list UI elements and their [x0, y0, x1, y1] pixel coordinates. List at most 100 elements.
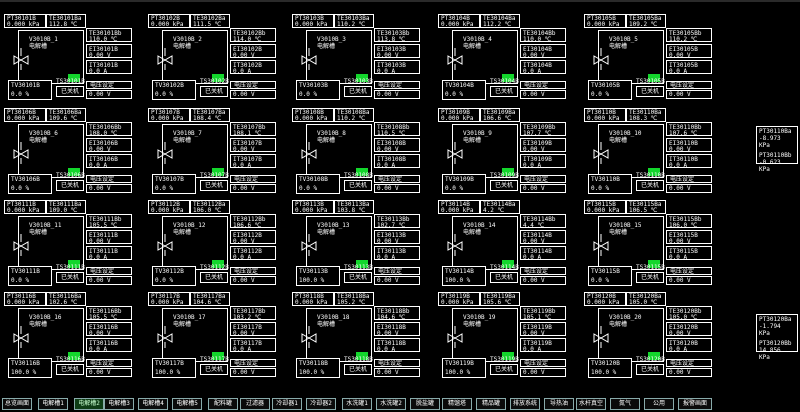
nav-button-6[interactable]: 电解槽5	[172, 398, 202, 410]
nav-button-13[interactable]: 脱盐罐	[410, 398, 440, 410]
voltage-setpoint-button[interactable]: 电压设定	[520, 359, 566, 367]
shutdown-status-button[interactable]: 已关机	[636, 272, 664, 283]
nav-button-21[interactable]: 报警画面	[678, 398, 712, 410]
voltage-setpoint-button[interactable]: 电压设定	[86, 175, 132, 183]
shutdown-status-button[interactable]: 已关机	[636, 86, 664, 97]
shutdown-status-button[interactable]: 已关机	[56, 86, 84, 97]
nav-button-18[interactable]: 水杆真空	[576, 398, 606, 410]
nav-button-14[interactable]: 精馏塔	[442, 398, 472, 410]
voltage-setpoint-value-box[interactable]: 0.00 V	[230, 184, 276, 193]
shutdown-status-button[interactable]: 已关机	[56, 272, 84, 283]
shutdown-status-button[interactable]: 已关机	[200, 272, 228, 283]
voltage-setpoint-value: 0.00 V	[377, 91, 399, 98]
voltage-setpoint-value-box[interactable]: 0.00 V	[86, 90, 132, 99]
readout-value: 0.0 A	[89, 162, 108, 169]
temp-value: 102.6 ℃	[49, 299, 78, 306]
voltage-setpoint-value-box[interactable]: 0.00 V	[520, 90, 566, 99]
voltage-setpoint-value-box[interactable]: 0.00 V	[230, 368, 276, 377]
voltage-setpoint-value-box[interactable]: 0.00 V	[666, 90, 712, 99]
voltage-setpoint-button[interactable]: 电压设定	[374, 175, 420, 183]
shutdown-status-button[interactable]: 已关机	[344, 86, 372, 97]
nav-button-11[interactable]: 水洗罐1	[342, 398, 372, 410]
nav-button-4[interactable]: 电解槽3	[104, 398, 134, 410]
voltage-setpoint-value-box[interactable]: 0.00 V	[230, 276, 276, 285]
shutdown-status-button[interactable]: 已关机	[56, 364, 84, 375]
voltage-setpoint-button[interactable]: 电压设定	[374, 267, 420, 275]
nav-button-20[interactable]: 公用	[644, 398, 674, 410]
nav-button-15[interactable]: 精品罐	[476, 398, 506, 410]
pressure-tag-name: PT30116B	[7, 293, 36, 300]
shutdown-status-button[interactable]: 已关机	[344, 180, 372, 191]
nav-button-9[interactable]: 冷却器1	[272, 398, 302, 410]
voltage-setpoint-value-box[interactable]: 0.00 V	[86, 184, 132, 193]
nav-button-2[interactable]: 电解槽1	[38, 398, 68, 410]
shutdown-status-button[interactable]: 已关机	[490, 272, 518, 283]
shutdown-status-button[interactable]: 已关机	[490, 86, 518, 97]
voltage-setpoint-value: 0.00 V	[669, 91, 691, 98]
nav-button-19[interactable]: 氮气	[610, 398, 640, 410]
voltage-setpoint-button[interactable]: 电压设定	[86, 81, 132, 89]
shutdown-status-button[interactable]: 已关机	[200, 86, 228, 97]
readout-tag-name: EI30103B	[377, 46, 406, 53]
nav-button-17[interactable]: 导热油	[544, 398, 574, 410]
readout-value: 0.0 A	[89, 68, 108, 75]
tank-id-label: V3010B_8	[317, 130, 346, 137]
voltage-setpoint-value-box[interactable]: 0.00 V	[666, 184, 712, 193]
shutdown-status-button[interactable]: 已关机	[200, 180, 228, 191]
readout-value: 0.00 V	[669, 52, 691, 59]
voltage-setpoint-button[interactable]: 电压设定	[520, 175, 566, 183]
voltage-setpoint-button[interactable]: 电压设定	[520, 81, 566, 89]
shutdown-status-button[interactable]: 已关机	[636, 364, 664, 375]
voltage-setpoint-value-box[interactable]: 0.00 V	[520, 184, 566, 193]
voltage-setpoint-value-box[interactable]: 0.00 V	[374, 276, 420, 285]
nav-button-16[interactable]: 排放系统	[510, 398, 540, 410]
temp-tag-name: TE30116Ba	[49, 293, 82, 300]
shutdown-status-button[interactable]: 已关机	[344, 272, 372, 283]
nav-button-1[interactable]: 总览画面	[2, 398, 32, 410]
shutdown-status-button[interactable]: 已关机	[636, 180, 664, 191]
voltage-setpoint-value-box[interactable]: 0.00 V	[374, 184, 420, 193]
nav-button-12[interactable]: 水洗罐2	[376, 398, 406, 410]
shutdown-status-button[interactable]: 已关机	[490, 364, 518, 375]
voltage-setpoint-button[interactable]: 电压设定	[666, 81, 712, 89]
voltage-setpoint-button[interactable]: 电压设定	[86, 359, 132, 367]
voltage-setpoint-button[interactable]: 电压设定	[374, 81, 420, 89]
voltage-setpoint-value-box[interactable]: 0.00 V	[86, 368, 132, 377]
shutdown-status-button[interactable]: 已关机	[200, 364, 228, 375]
voltage-setpoint-value-box[interactable]: 0.00 V	[520, 368, 566, 377]
nav-button-8[interactable]: 过滤器	[240, 398, 270, 410]
voltage-setpoint-value-box[interactable]: 0.00 V	[520, 276, 566, 285]
voltage-setpoint-value-box[interactable]: 0.00 V	[374, 90, 420, 99]
pressure-value: 0.000 kPa	[151, 207, 184, 214]
voltage-setpoint-button[interactable]: 电压设定	[666, 359, 712, 367]
shutdown-status-button[interactable]: 已关机	[344, 364, 372, 375]
voltage-setpoint-value-box[interactable]: 0.00 V	[666, 276, 712, 285]
valve-opening-value: 100.0 %	[591, 369, 617, 376]
voltage-setpoint-button[interactable]: 电压设定	[374, 359, 420, 367]
voltage-setpoint-button[interactable]: 电压设定	[230, 81, 276, 89]
nav-button-5[interactable]: 电解槽4	[138, 398, 168, 410]
shutdown-status-button[interactable]: 已关机	[490, 180, 518, 191]
voltage-setpoint-button[interactable]: 电压设定	[230, 175, 276, 183]
voltage-setpoint-button[interactable]: 电压设定	[666, 175, 712, 183]
voltage-setpoint-value-box[interactable]: 0.00 V	[666, 368, 712, 377]
nav-button-3[interactable]: 电解槽2	[74, 398, 104, 410]
shutdown-status-button[interactable]: 已关机	[56, 180, 84, 191]
voltage-setpoint-value-box[interactable]: 0.00 V	[86, 276, 132, 285]
pressure-tag-name: PT30117B	[151, 293, 180, 300]
voltage-setpoint-button[interactable]: 电压设定	[86, 267, 132, 275]
nav-button-10[interactable]: 冷却器2	[306, 398, 336, 410]
nav-button-7[interactable]: 配料罐	[208, 398, 238, 410]
voltage-setpoint-value: 0.00 V	[669, 369, 691, 376]
voltage-setpoint-button[interactable]: 电压设定	[520, 267, 566, 275]
voltage-setpoint-button[interactable]: 电压设定	[230, 267, 276, 275]
voltage-setpoint-button[interactable]: 电压设定	[666, 267, 712, 275]
voltage-setpoint-button[interactable]: 电压设定	[230, 359, 276, 367]
voltage-setpoint-value-box[interactable]: 0.00 V	[374, 368, 420, 377]
voltage-setpoint-value-box[interactable]: 0.00 V	[230, 90, 276, 99]
temp-tag-name: TE30107Ba	[193, 109, 226, 116]
